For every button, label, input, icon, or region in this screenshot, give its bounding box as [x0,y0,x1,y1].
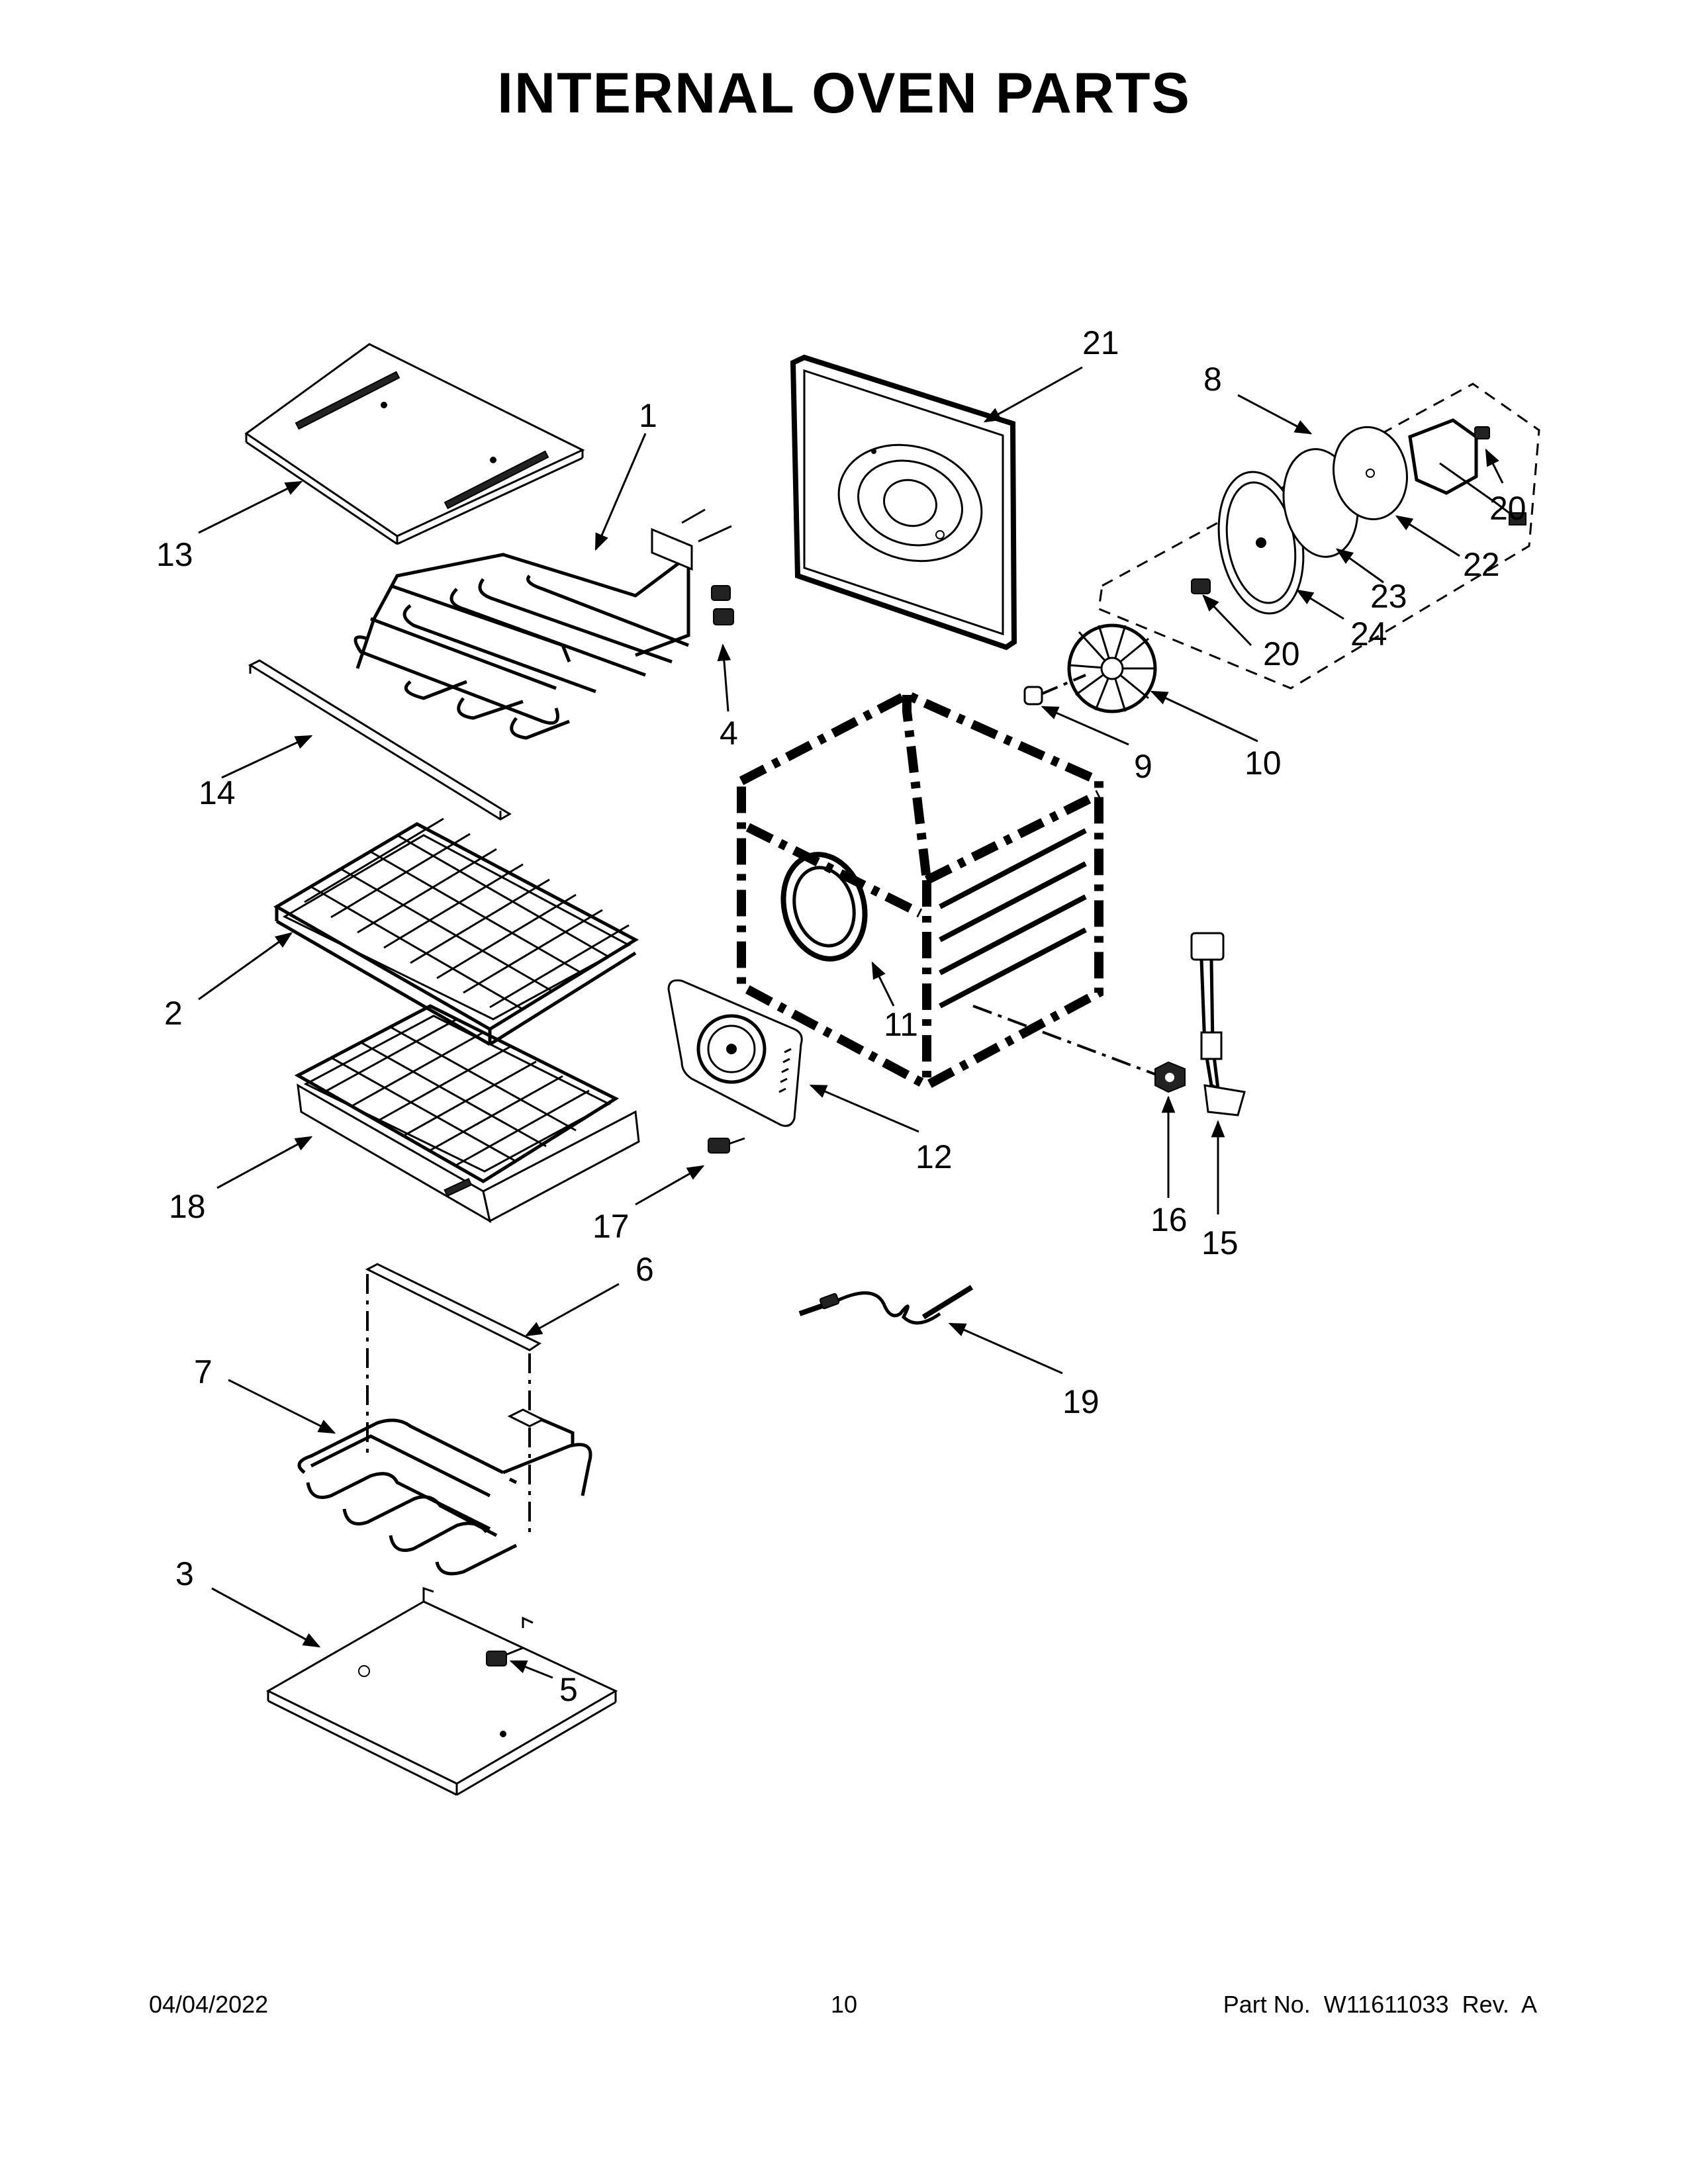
top-panel-part [244,343,585,545]
bake-element-shield-part [365,1263,542,1535]
screw-5-part [486,1651,507,1666]
oven-cavity-outline [737,690,1159,1091]
back-panel-part [790,354,1017,651]
nut-16-part [1154,1061,1186,1093]
callout-labels: 1 13 4 14 2 18 21 8 20 22 23 24 20 10 9 … [156,324,1526,1708]
callout-9: 9 [1134,748,1152,785]
callout-20b: 20 [1263,635,1300,672]
oven-rack-part [273,817,639,1046]
callout-17: 17 [592,1208,630,1245]
meat-probe-part [798,1285,974,1325]
callout-24: 24 [1350,615,1387,653]
callout-23: 23 [1370,578,1407,615]
footer-date: 04/04/2022 [149,1991,269,2018]
footer-page-number: 10 [830,1991,858,2018]
footer-part-number: Part No. W11611033 Rev. A [1223,1991,1537,2018]
fan-nut-part [1023,674,1086,705]
callout-22: 22 [1463,546,1500,583]
callout-3: 3 [175,1555,194,1592]
screw-17-part [708,1138,730,1154]
callout-16: 16 [1150,1201,1188,1238]
callout-4: 4 [720,715,738,752]
callout-10: 10 [1244,745,1282,782]
callout-2: 2 [164,995,183,1032]
bake-element-part [297,1408,592,1576]
callout-6: 6 [635,1251,654,1288]
callout-5: 5 [559,1671,578,1708]
callout-18: 18 [169,1188,206,1225]
callout-8: 8 [1203,361,1222,398]
sensor-bracket-part [1190,932,1246,1116]
leader-arrows [198,366,1504,1679]
rail-strip-part [248,659,512,821]
callout-13: 13 [156,536,193,573]
callout-15: 15 [1201,1224,1239,1261]
callout-21: 21 [1082,324,1119,361]
broil-element-part [353,508,732,740]
callout-11: 11 [884,1006,918,1043]
callout-14: 14 [199,774,236,811]
screw-4-part [713,608,734,625]
convection-motor-assembly [1098,383,1540,690]
rear-cover-part [667,979,803,1127]
callout-12: 12 [915,1138,953,1175]
sliding-rack-part [294,1004,640,1224]
callout-20a: 20 [1489,490,1526,527]
callout-19: 19 [1062,1383,1100,1420]
page-title: INTERNAL OVEN PARTS [497,62,1191,125]
bottom-panel-part [265,1586,618,1796]
fan-blade-part [1067,623,1157,713]
callout-1: 1 [639,397,657,434]
callout-7: 7 [194,1353,212,1390]
